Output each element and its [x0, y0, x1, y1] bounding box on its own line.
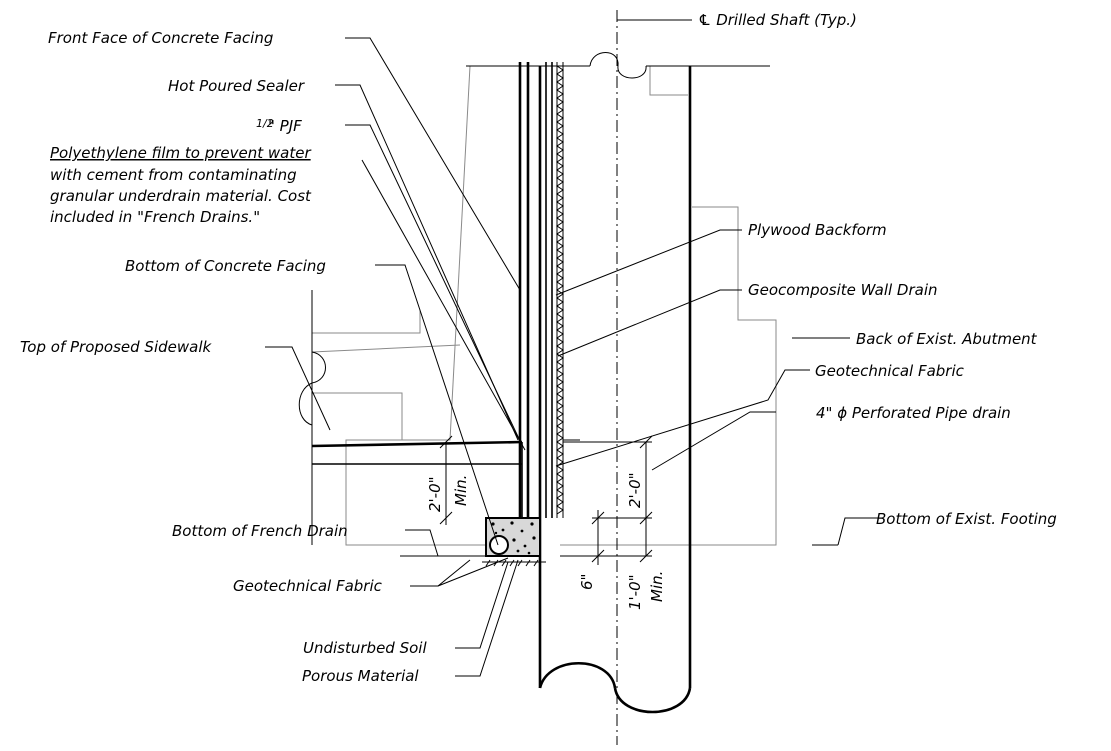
dim-left-min: Min.	[452, 475, 470, 506]
label-plywood-backform: Plywood Backform	[748, 221, 887, 239]
label-geocomposite: Geocomposite Wall Drain	[748, 281, 938, 299]
dim-right-2ft: 2'-0"	[626, 472, 644, 508]
label-polyethylene-line4: included in "French Drains."	[50, 208, 260, 226]
label-bottom-french-drain: Bottom of French Drain	[172, 522, 348, 540]
french-drain	[482, 517, 546, 567]
dim-one-ft-min: Min.	[648, 571, 666, 602]
leader-lines	[265, 37, 850, 677]
ground-line	[466, 52, 770, 79]
dim-left-2ft: 2'-0"	[426, 476, 444, 512]
label-porous-material: Porous Material	[302, 667, 419, 685]
label-pipe-drain: 4" ϕ Perforated Pipe drain	[816, 404, 1011, 422]
label-polyethylene-line1: Polyethylene film to prevent water	[50, 144, 311, 162]
perforated-pipe	[489, 535, 509, 555]
dim-six-inch: 6"	[578, 574, 596, 590]
label-pjf: " PJF	[268, 117, 302, 135]
label-bottom-exist-footing: Bottom of Exist. Footing	[876, 510, 1057, 528]
label-polyethylene-line3: granular underdrain material. Cost	[50, 187, 312, 205]
dimensions	[439, 435, 653, 565]
label-polyethylene-line2: with cement from contaminating	[50, 166, 297, 184]
label-geotech-fabric-right: Geotechnical Fabric	[815, 362, 965, 380]
drilled-shaft	[538, 66, 692, 714]
label-bottom-concrete-facing: Bottom of Concrete Facing	[125, 257, 326, 275]
label-back-abutment: Back of Exist. Abutment	[856, 330, 1038, 348]
label-hot-poured-sealer: Hot Poured Sealer	[168, 77, 305, 95]
dim-one-ft: 1'-0"	[626, 574, 644, 610]
existing-abutment-outline	[311, 65, 777, 546]
label-undisturbed-soil: Undisturbed Soil	[303, 639, 427, 657]
label-top-sidewalk: Top of Proposed Sidewalk	[20, 338, 212, 356]
label-geotech-fabric-left: Geotechnical Fabric	[233, 577, 383, 595]
annotations: ℄ Drilled Shaft (Typ.) Front Face of Con…	[20, 11, 1057, 685]
label-front-face: Front Face of Concrete Facing	[48, 29, 273, 47]
sidewalk	[298, 290, 523, 545]
level-lines	[400, 517, 878, 557]
label-pjf-fraction: 1/2	[256, 117, 274, 130]
label-cl-drilled-shaft: ℄ Drilled Shaft (Typ.)	[698, 11, 857, 29]
concrete-facing	[518, 62, 580, 519]
